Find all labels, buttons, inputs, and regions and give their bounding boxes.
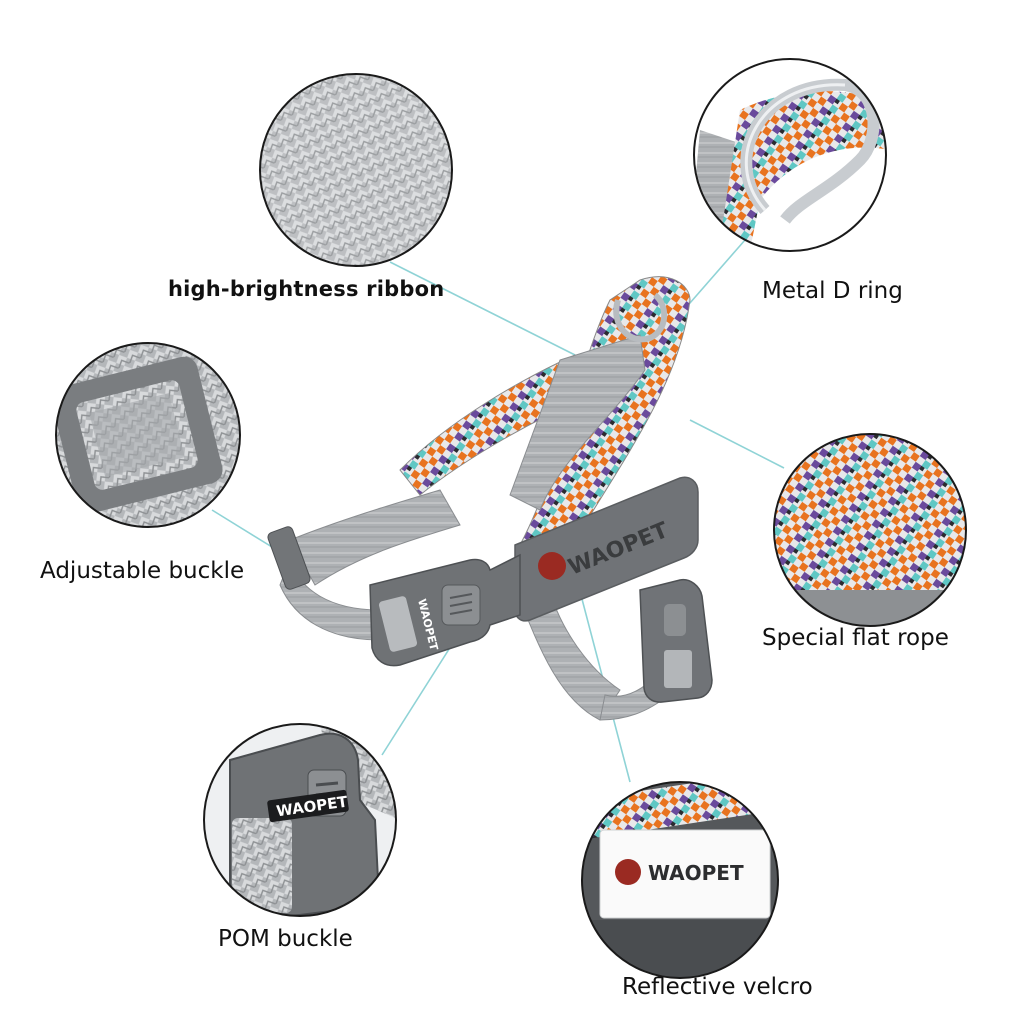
side-buckle xyxy=(639,578,713,703)
label-d-ring: Metal D ring xyxy=(762,278,903,304)
leader-line-pom xyxy=(381,634,459,756)
zoom-special-rope xyxy=(773,433,967,627)
label-special-rope: Special flat rope xyxy=(762,625,949,651)
zoom-d-ring xyxy=(693,58,887,252)
harness: WAOPET WAOPET xyxy=(267,276,713,721)
webbing-neck-strap xyxy=(289,489,461,586)
zoom-adjustable-buckle xyxy=(55,342,241,528)
label-ribbon: high-brightness ribbon xyxy=(168,277,445,301)
label-pom-buckle: POM buckle xyxy=(218,926,353,952)
velcro-patch: WAOPET xyxy=(514,476,699,622)
zoom-reflective-velcro: WAOPET xyxy=(581,781,779,979)
velcro-zoom-logo-icon xyxy=(615,859,641,885)
adjustable-slider xyxy=(267,526,311,590)
leader-line-rope xyxy=(689,419,785,469)
label-adjustable-buckle: Adjustable buckle xyxy=(40,558,245,584)
zoom-ribbon xyxy=(259,73,453,267)
leader-line-ribbon xyxy=(389,261,576,356)
d-ring xyxy=(613,292,668,343)
zoom-pom-buckle: WAOPET xyxy=(203,723,397,917)
main-pom-buckle: WAOPET xyxy=(369,553,521,667)
velcro-zoom-brand-text: WAOPET xyxy=(648,861,744,885)
label-reflective-velcro: Reflective velcro xyxy=(622,974,813,1000)
webbing-back-strap xyxy=(509,334,646,511)
brand-logo-icon xyxy=(538,552,566,580)
